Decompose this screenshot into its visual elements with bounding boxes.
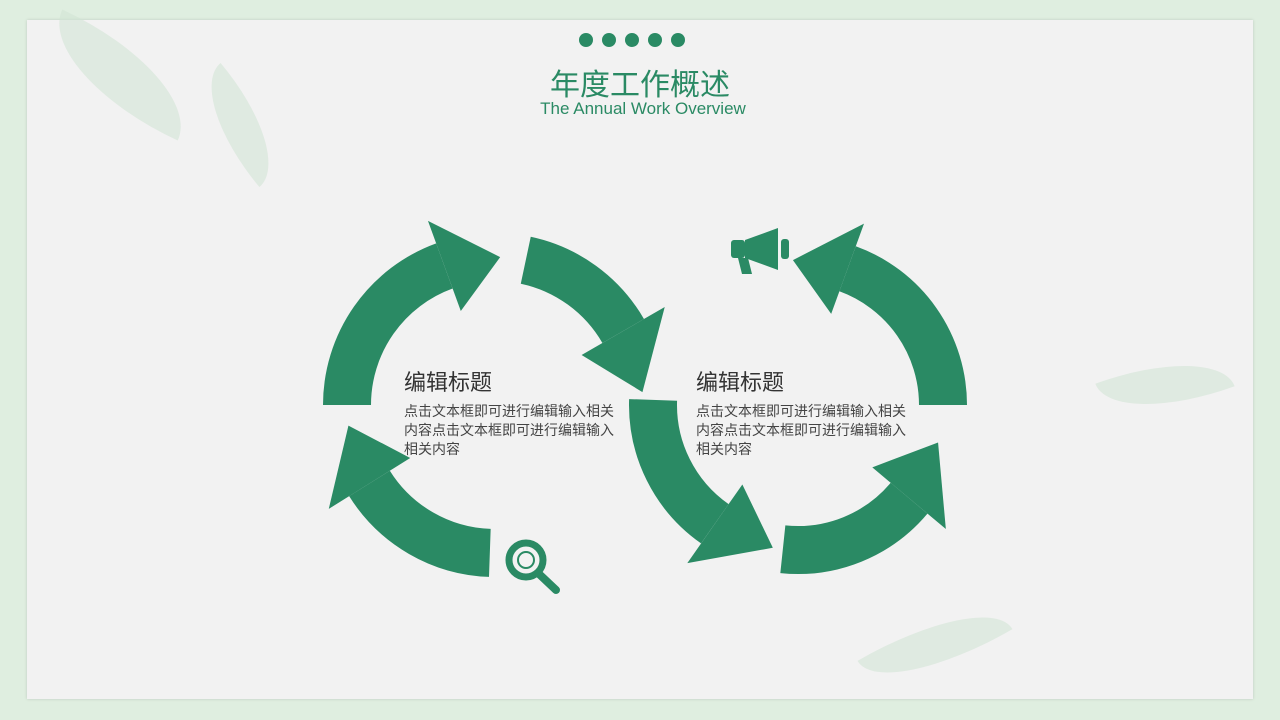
- cycle-arrow: [520, 236, 665, 393]
- page-title: 年度工作概述: [550, 68, 730, 103]
- block-body: 点击文本框即可进行编辑输入相关内容点击文本框即可进行编辑输入相关内容: [696, 404, 906, 458]
- page-subtitle: The Annual Work Overview: [540, 99, 746, 118]
- cycle-arrow: [629, 399, 773, 564]
- magnifier-icon: [505, 539, 560, 594]
- cycle-arrow: [792, 223, 967, 406]
- cycle-arrow: [323, 220, 501, 406]
- text-block-left: 编辑标题 点击文本框即可进行编辑输入相关内容点击文本框即可进行编辑输入相关内容: [404, 365, 624, 460]
- dot: [648, 33, 662, 47]
- block-title: 编辑标题: [696, 371, 785, 396]
- cycle-arrow: [780, 442, 946, 574]
- text-block-right: 编辑标题 点击文本框即可进行编辑输入相关内容点击文本框即可进行编辑输入相关内容: [696, 365, 916, 460]
- block-title: 编辑标题: [404, 371, 493, 396]
- dot: [625, 33, 639, 47]
- dot: [579, 33, 593, 47]
- cycle-arrow: [328, 425, 492, 577]
- title-dots: [579, 33, 685, 47]
- block-body: 点击文本框即可进行编辑输入相关内容点击文本框即可进行编辑输入相关内容: [404, 404, 614, 458]
- dot: [671, 33, 685, 47]
- megaphone-icon: [731, 228, 789, 274]
- dot: [602, 33, 616, 47]
